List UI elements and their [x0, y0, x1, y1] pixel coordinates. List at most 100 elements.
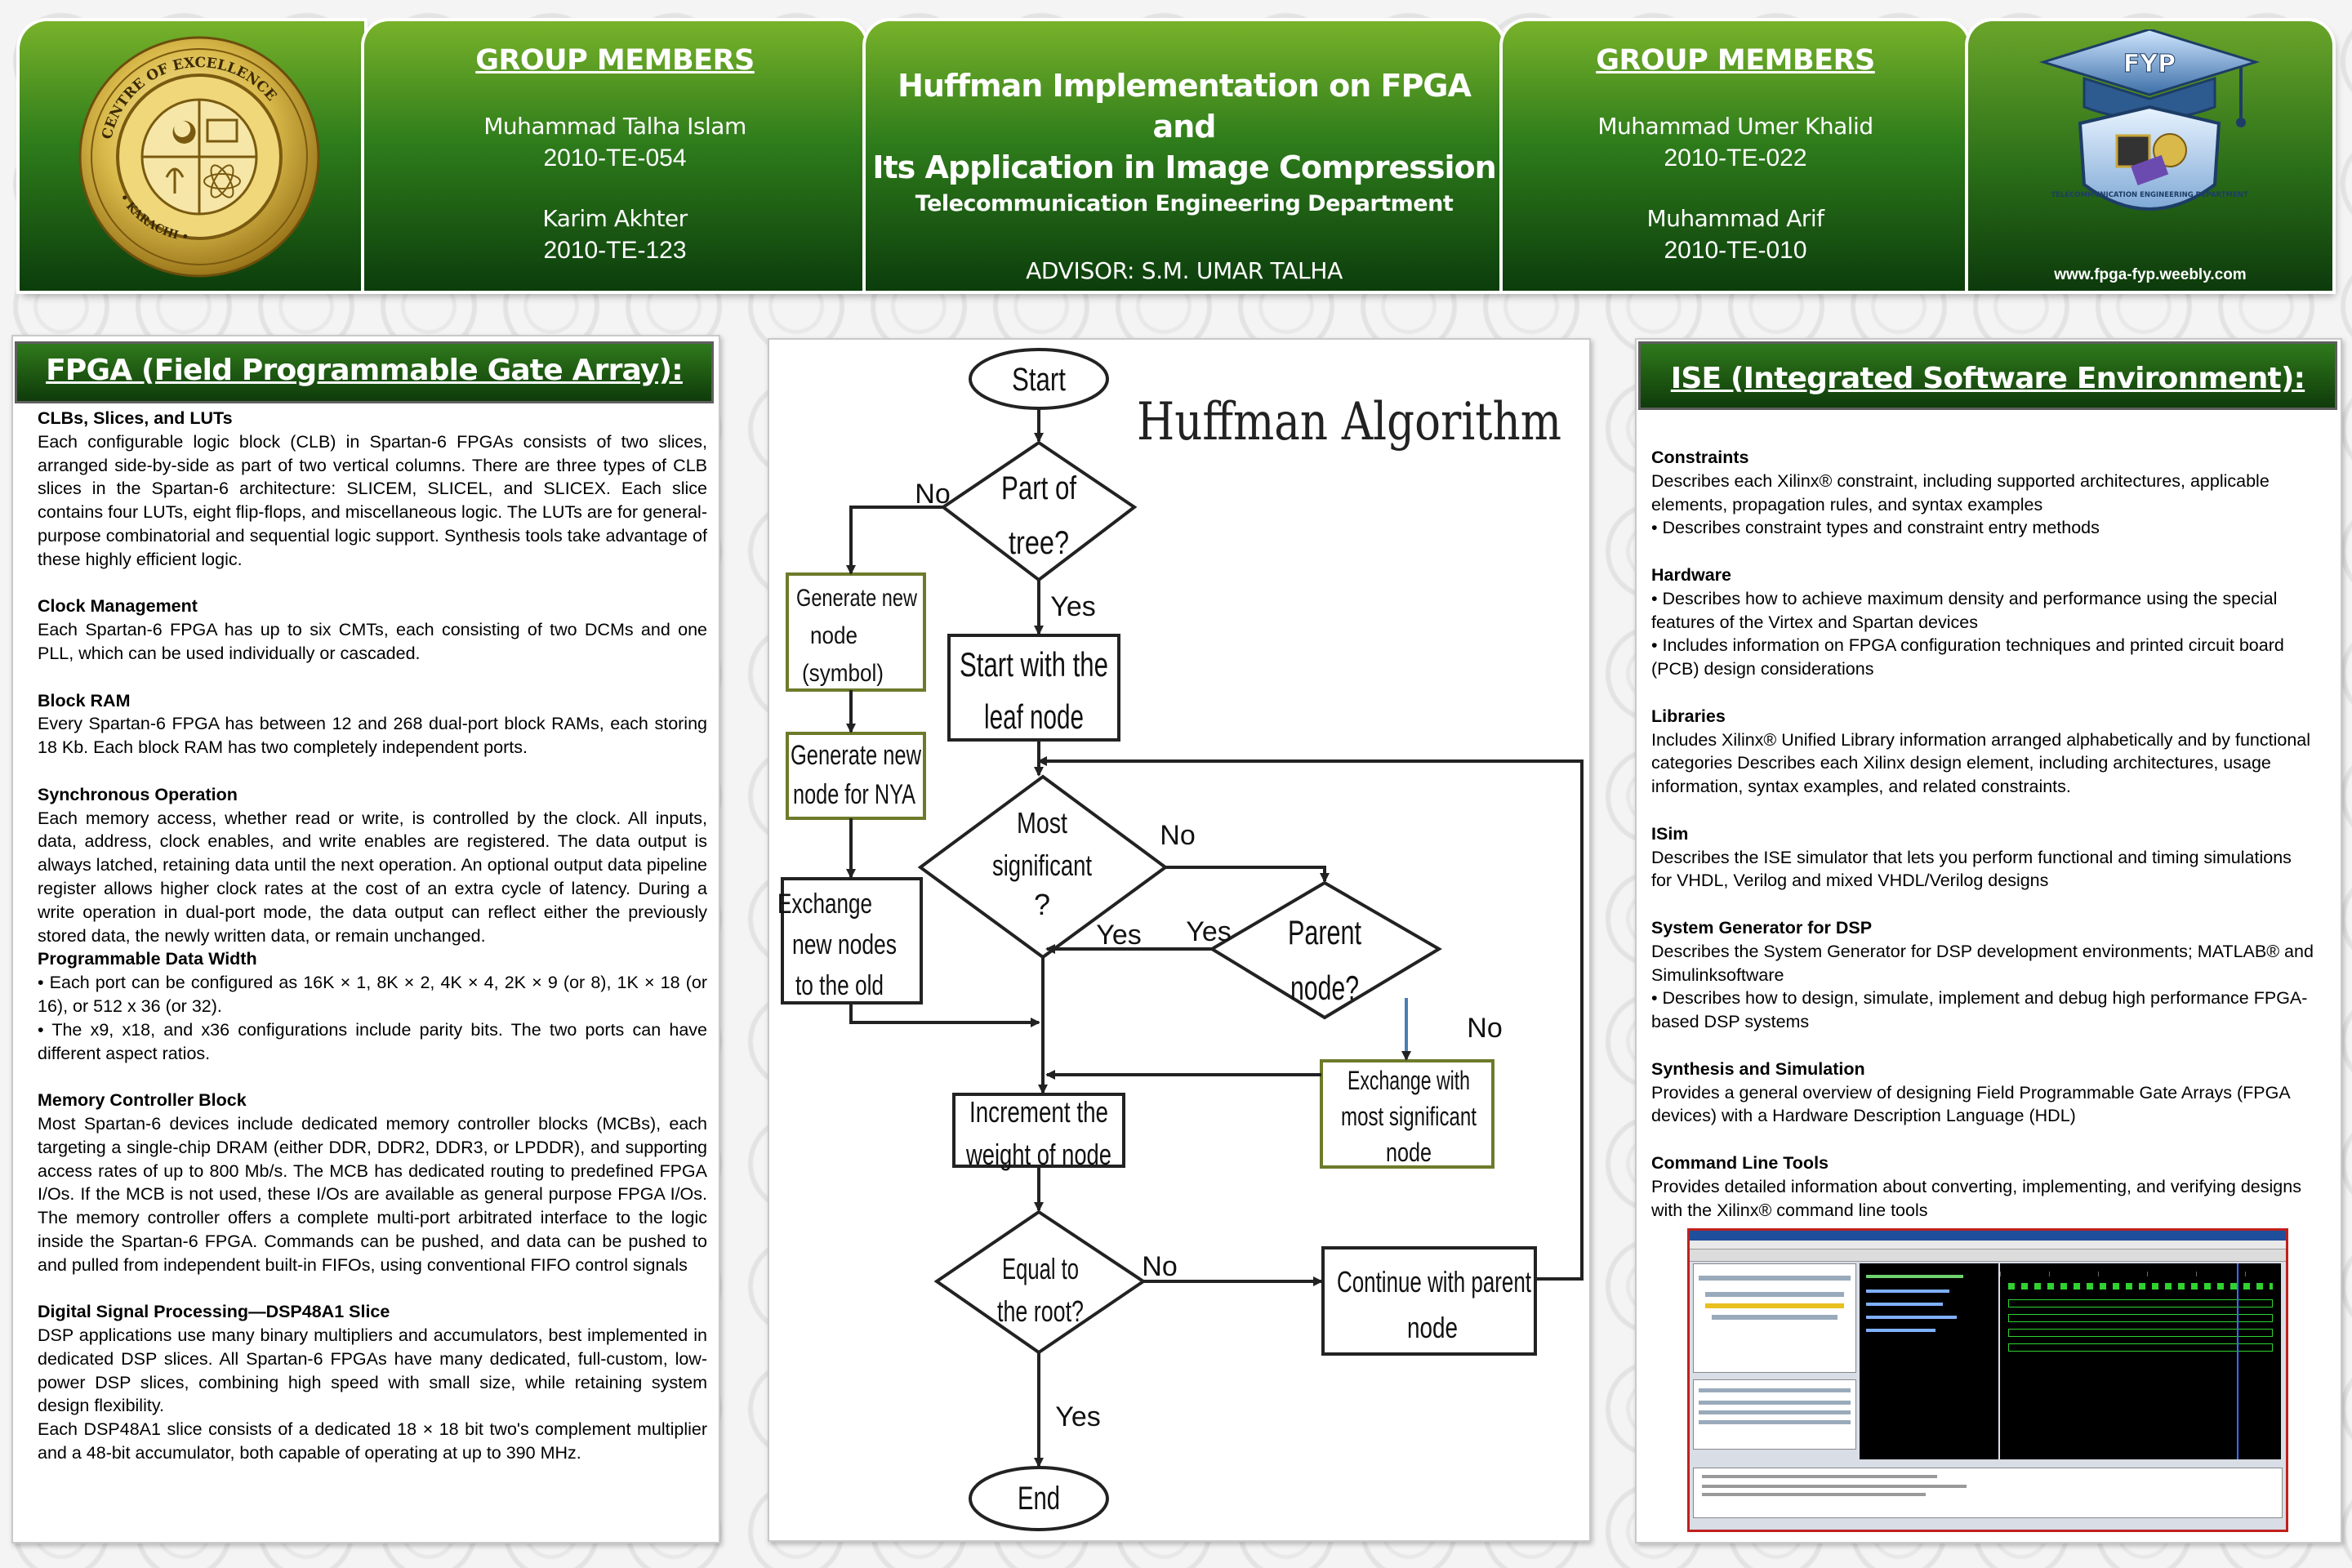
- d1-line1: Part of: [1001, 470, 1077, 506]
- exch-line2: new nodes: [792, 929, 897, 960]
- section-body: Each Spartan-6 FPGA has up to six CMTs, …: [38, 620, 707, 663]
- ise-heading: ISE (Integrated Software Environment):: [1638, 341, 2337, 410]
- box-continue-parent: [1321, 1246, 1537, 1356]
- section-title: Synchronous Operation: [38, 784, 238, 804]
- group-members-left-panel: GROUP MEMBERS Muhammad Talha Islam 2010-…: [364, 21, 866, 291]
- exch-line1: Exchange: [777, 889, 872, 920]
- section-title: System Generator for DSP: [1651, 917, 1873, 938]
- section-line: Describes the System Generator for DSP d…: [1651, 941, 2314, 985]
- website-link[interactable]: www.fpga-fyp.weebly.com: [2054, 266, 2247, 283]
- section-line: • Describes constraint types and constra…: [1651, 518, 2100, 538]
- fyp-logo: FYP TELECOMMUNICATION ENGINEERING DEPART…: [2038, 29, 2261, 211]
- poster-title-line: Its Application in Image Compression: [872, 149, 1496, 185]
- box-generate-nya: [786, 732, 926, 820]
- exms-line1: Exchange with: [1348, 1066, 1470, 1095]
- d2-line3: ?: [1034, 888, 1050, 921]
- d1-line2: tree?: [1009, 525, 1069, 561]
- no-label: No: [1467, 1013, 1502, 1044]
- gen-line2: node: [810, 622, 858, 649]
- section-title: Memory Controller Block: [38, 1090, 247, 1111]
- advisor-name: ADVISOR: S.M. UMAR TALHA: [1026, 257, 1343, 284]
- poster-title-line: Huffman Implementation on FPGA and: [898, 68, 1472, 145]
- exch-line3: to the old: [795, 970, 884, 1001]
- section-body: Each memory access, whether read or writ…: [38, 808, 707, 946]
- section-body: DSP applications use many binary multipl…: [38, 1325, 707, 1416]
- section-line: Describes the ISE simulator that lets yo…: [1651, 847, 2292, 891]
- section-body: Each configurable logic block (CLB) in S…: [38, 431, 707, 569]
- section-title: Clock Management: [38, 596, 198, 617]
- section-bullet: • The x9, x18, and x36 configurations in…: [38, 1019, 707, 1063]
- d3-line2: node?: [1290, 969, 1359, 1007]
- end-terminal: [969, 1466, 1109, 1531]
- cont-line2: node: [1407, 1311, 1458, 1344]
- end-label: End: [1018, 1481, 1060, 1517]
- leaf-line2: leaf node: [984, 697, 1084, 736]
- gen-line3: (symbol): [802, 660, 884, 687]
- member-name: Muhammad Arif: [1646, 205, 1825, 232]
- no-label: No: [1160, 820, 1195, 851]
- nya-line1: Generate new: [791, 740, 921, 771]
- fyp-badge-text: TELECOMMUNICATION ENGINEERING DEPARTMENT: [2051, 191, 2248, 199]
- yes-label: Yes: [1055, 1401, 1100, 1432]
- section-title: Programmable Data Width: [38, 949, 257, 969]
- start-label: Start: [1012, 362, 1066, 398]
- isim-titlebar: [1690, 1231, 2286, 1241]
- d2-line1: Most: [1017, 806, 1067, 840]
- box-exchange-most-significant: [1320, 1059, 1494, 1169]
- department-name: Telecommunication Engineering Department: [915, 191, 1454, 216]
- university-seal-logo: CENTRE OF EXCELLENCE • KARACHI •: [78, 36, 320, 278]
- no-label: No: [915, 479, 950, 510]
- d2-line2: significant: [992, 849, 1092, 882]
- section-title: Block RAM: [38, 690, 131, 710]
- exms-line2: most significant: [1341, 1102, 1477, 1131]
- fpga-heading: FPGA (Field Programmable Gate Array):: [15, 341, 714, 403]
- isim-toolbar: [1690, 1250, 2286, 1262]
- member-name: Muhammad Umer Khalid: [1597, 113, 1873, 140]
- leaf-line1: Start with the: [960, 645, 1108, 684]
- no-label: No: [1142, 1251, 1177, 1282]
- header-logo-panel: CENTRE OF EXCELLENCE • KARACHI •: [20, 21, 364, 291]
- fpga-text-block: CLBs, Slices, and LUTs Each configurable…: [38, 407, 707, 1465]
- member-id: 2010-TE-010: [1664, 237, 1807, 264]
- section-line: • Includes information on FPGA configura…: [1651, 635, 2284, 679]
- inc-line1: Increment the: [969, 1095, 1108, 1129]
- isim-console-pane: [1693, 1468, 2283, 1518]
- section-line: Provides detailed information about conv…: [1651, 1176, 2301, 1220]
- d4-line1: Equal to: [1002, 1252, 1079, 1285]
- box-generate-new-node: [786, 572, 926, 692]
- section-bullet: • Each port can be configured as 16K × 1…: [38, 973, 707, 1016]
- section-title: ISim: [1651, 823, 1689, 844]
- nya-line2: node for NYA: [793, 779, 915, 810]
- member-name: Karim Akhter: [542, 205, 688, 232]
- group-members-right-panel: GROUP MEMBERS Muhammad Umer Khalid 2010-…: [1503, 21, 1968, 291]
- poster-title: Huffman Implementation on FPGA and Its A…: [866, 65, 1503, 188]
- huffman-flowchart: Huffman Algorithm: [777, 348, 1584, 1531]
- isim-names-pane: [1860, 1263, 1998, 1459]
- cont-line1: Continue with parent: [1337, 1265, 1531, 1298]
- isim-screenshot: [1687, 1228, 2288, 1532]
- section-body: Most Spartan-6 devices include dedicated…: [38, 1113, 707, 1275]
- flowchart-title: Huffman Algorithm: [1137, 392, 1561, 452]
- exms-line3: node: [1386, 1138, 1432, 1167]
- inc-line2: weight of node: [965, 1138, 1111, 1171]
- ise-text-block: Constraints Describes each Xilinx® const…: [1651, 446, 2314, 1222]
- section-title: Command Line Tools: [1651, 1152, 1829, 1173]
- isim-menubar: [1690, 1241, 2286, 1250]
- d4-line2: the root?: [997, 1294, 1084, 1328]
- group-members-left-title: GROUP MEMBERS: [475, 44, 755, 77]
- section-title: Synthesis and Simulation: [1651, 1058, 1865, 1079]
- d3-line1: Parent: [1288, 913, 1361, 951]
- section-line: • Describes how to design, simulate, imp…: [1651, 988, 2308, 1032]
- fyp-logo-panel: FYP TELECOMMUNICATION ENGINEERING DEPART…: [1968, 21, 2332, 291]
- section-line: Includes Xilinx® Unified Library informa…: [1651, 729, 2311, 797]
- section-title: Constraints: [1651, 448, 1749, 467]
- section-title: CLBs, Slices, and LUTs: [38, 408, 233, 428]
- section-title: Hardware: [1651, 564, 1731, 585]
- member-id: 2010-TE-123: [543, 237, 687, 264]
- member-id: 2010-TE-054: [543, 145, 687, 172]
- fpga-column: FPGA (Field Programmable Gate Array): CL…: [11, 335, 720, 1544]
- title-panel: Huffman Implementation on FPGA and Its A…: [866, 21, 1503, 291]
- yes-label: Yes: [1186, 916, 1231, 947]
- section-line: Provides a general overview of designing…: [1651, 1082, 2290, 1126]
- section-body: Every Spartan-6 FPGA has between 12 and …: [38, 714, 707, 758]
